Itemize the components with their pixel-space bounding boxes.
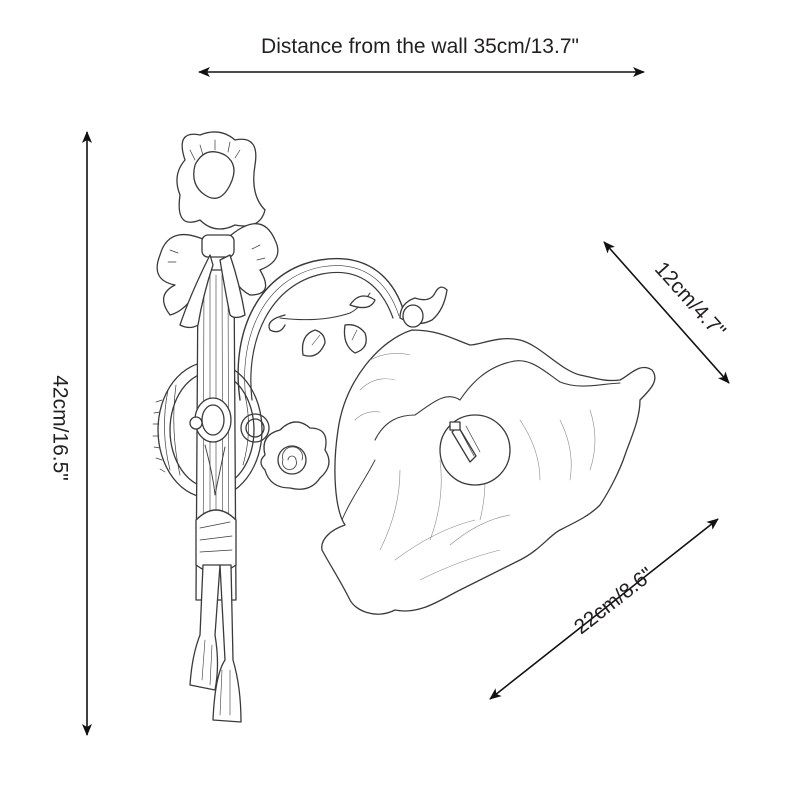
height-label: 42cm/16.5" xyxy=(48,375,72,481)
flower-bud xyxy=(399,286,448,328)
ribbon-bow xyxy=(156,131,279,329)
tassels xyxy=(189,509,242,723)
mount-knob xyxy=(189,397,270,496)
curved-arm xyxy=(237,258,406,401)
shade-width-arrow xyxy=(489,518,719,700)
rose-ornament xyxy=(260,421,330,490)
distance-from-wall-label: Distance from the wall 35cm/13.7" xyxy=(261,35,579,58)
leaf-sprig xyxy=(279,292,376,357)
bulb-socket xyxy=(439,414,511,486)
shade-depth-arrow xyxy=(603,241,730,384)
lamp-illustration xyxy=(152,131,656,723)
